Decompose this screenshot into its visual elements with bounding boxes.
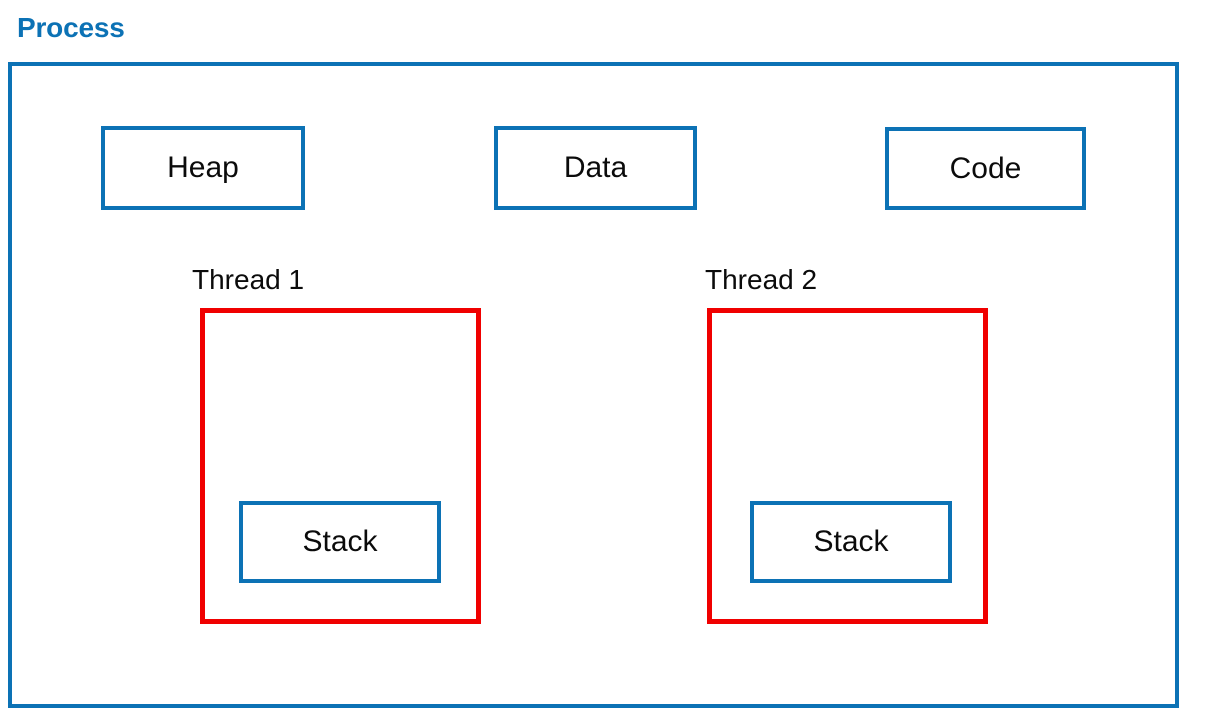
code-box: Code — [885, 127, 1086, 210]
thread-1-label: Thread 1 — [192, 264, 305, 295]
data-box: Data — [494, 126, 697, 210]
page-title: Process — [17, 12, 125, 43]
thread-1-stack-label: Stack — [302, 525, 378, 558]
process-container-box: Heap Data Code Thread 1 Stack Thread 2 S… — [8, 62, 1179, 708]
thread-2-stack-box: Stack — [750, 501, 952, 583]
heap-label: Heap — [167, 151, 239, 184]
heap-box: Heap — [101, 126, 305, 210]
thread-2-stack-label: Stack — [813, 525, 889, 558]
thread-2-label: Thread 2 — [705, 264, 818, 295]
thread-1-stack-box: Stack — [239, 501, 441, 583]
code-label: Code — [949, 151, 1022, 185]
data-label: Data — [563, 151, 628, 184]
